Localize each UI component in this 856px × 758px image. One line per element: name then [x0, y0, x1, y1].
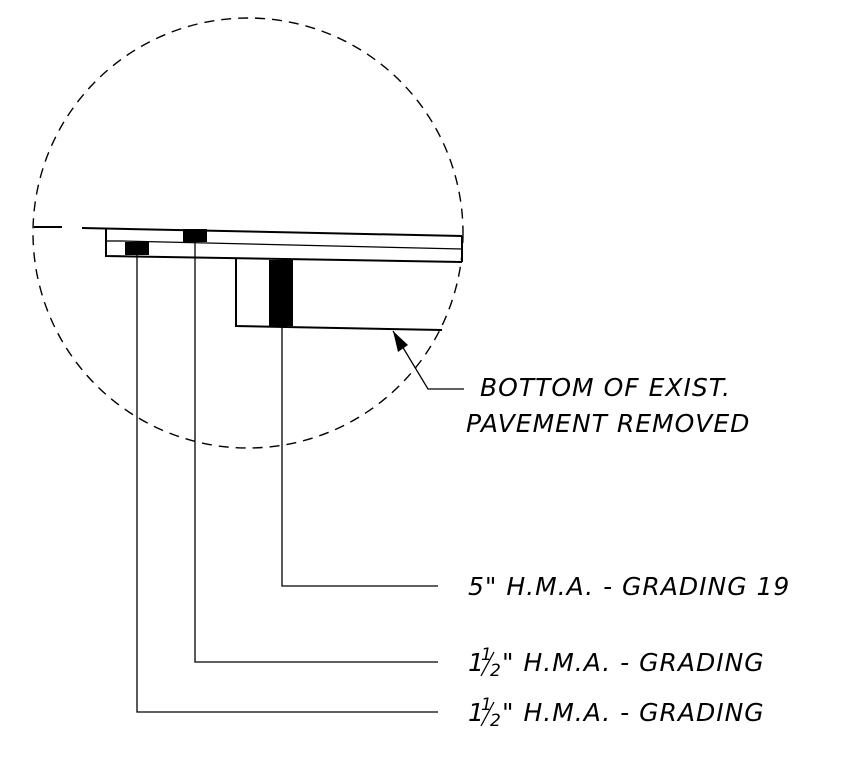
svg-text:1: 1 — [468, 648, 485, 677]
leader-lower-1-5in-layer — [136, 255, 438, 713]
label-upper-1-5in-layer: 1 1 2 " H.M.A. - GRADING — [468, 645, 765, 681]
label-bottom-of-pavement-line1: BOTTOM OF EXIST. — [480, 373, 731, 402]
leader-arrowhead — [393, 331, 408, 352]
leader-bottom-of-pavement — [392, 330, 464, 390]
label-bottom-of-pavement-line2: PAVEMENT REMOVED — [466, 409, 750, 438]
label-lower-1-5in-layer: 1 1 2 " H.M.A. - GRADING — [468, 695, 765, 731]
base-layer-outline — [235, 258, 443, 331]
marker-upper-surface-layer — [183, 229, 207, 242]
top-surface-line — [81, 227, 463, 237]
detail-circle — [32, 17, 464, 449]
svg-text:" H.M.A. - GRADING: " H.M.A. - GRADING — [502, 648, 765, 677]
svg-text:" H.M.A. - GRADING: " H.M.A. - GRADING — [502, 698, 765, 727]
svg-text:1: 1 — [481, 695, 492, 715]
leader-5in-layer — [281, 326, 438, 587]
leader-upper-1-5in-layer — [194, 242, 438, 663]
marker-base-layer — [269, 260, 293, 326]
svg-text:2: 2 — [490, 711, 501, 731]
svg-text:1: 1 — [481, 645, 492, 665]
label-5in-layer: 5" H.M.A. - GRADING 19 — [468, 572, 790, 601]
marker-lower-surface-layer — [125, 242, 149, 255]
layer-interface-line — [121, 240, 463, 250]
svg-text:1: 1 — [468, 698, 485, 727]
svg-text:2: 2 — [490, 661, 501, 681]
